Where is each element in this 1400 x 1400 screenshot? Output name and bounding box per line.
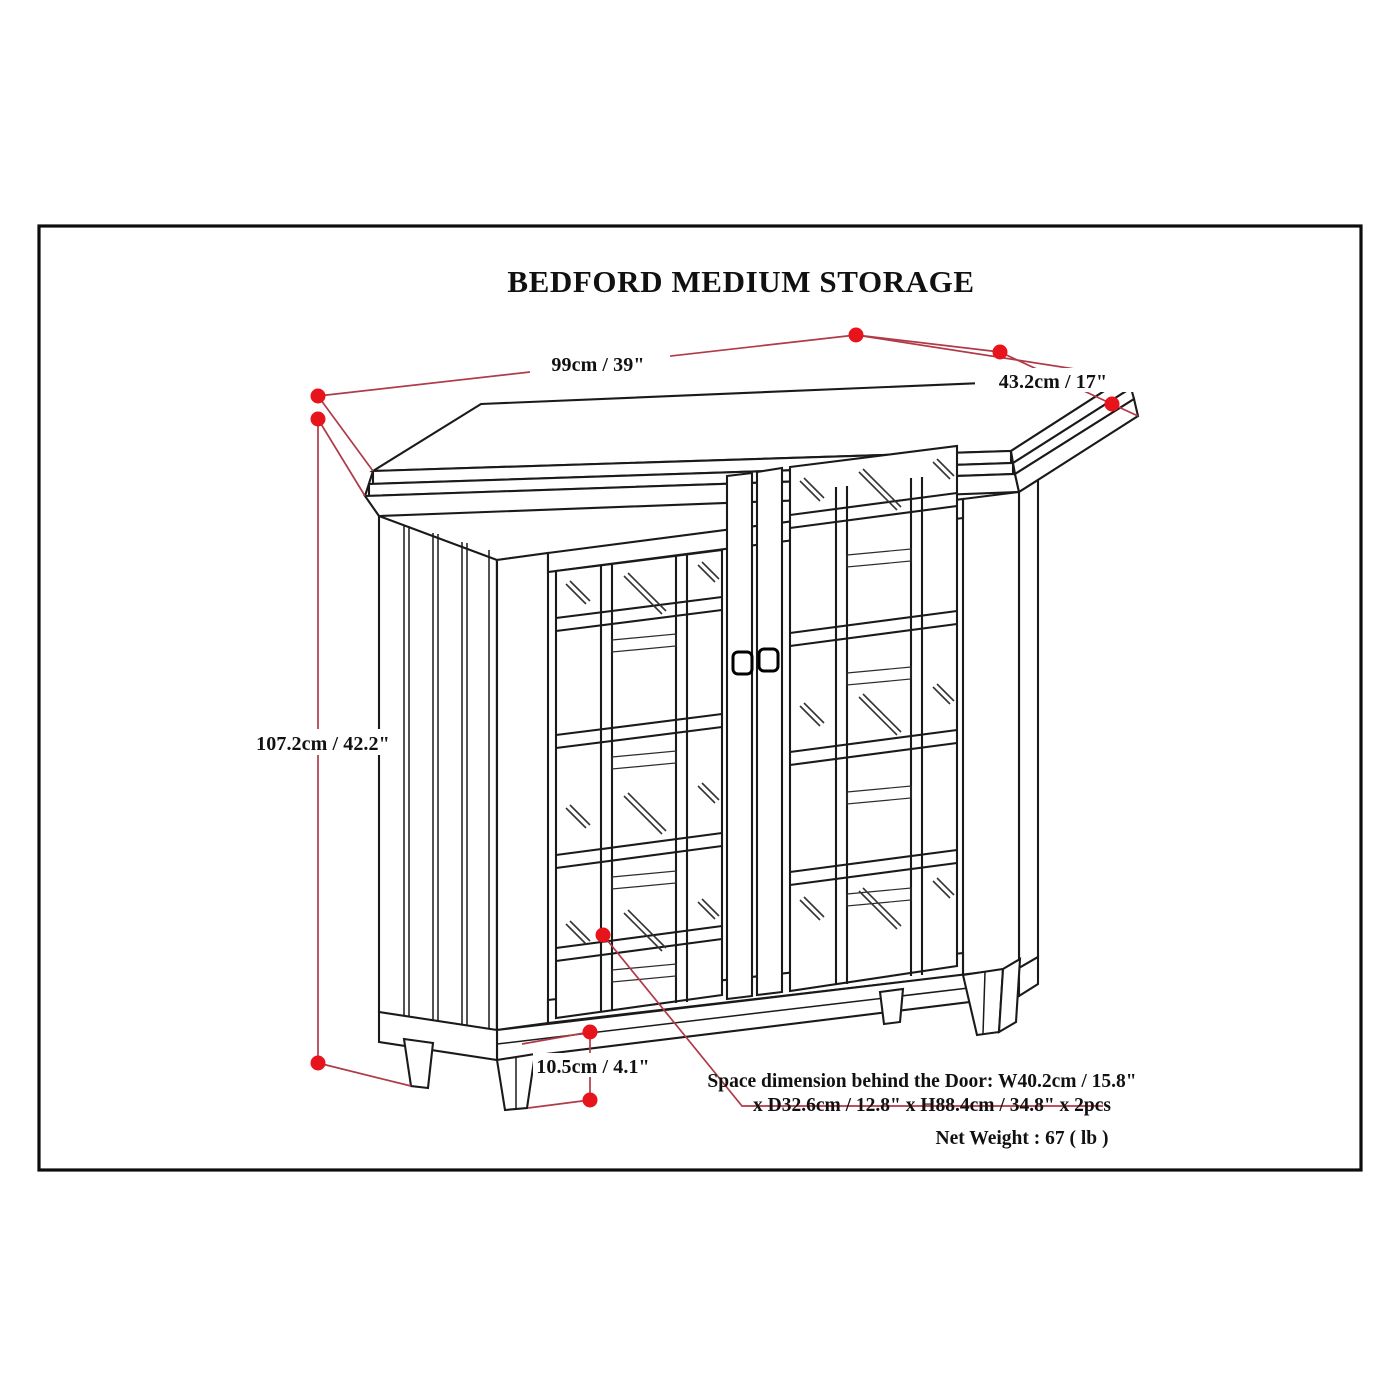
right-interior-shelf-2 [846, 666, 912, 686]
dimension-height: 107.2cm / 42.2" [247, 411, 412, 1087]
height-ext-top [317, 418, 366, 497]
legclear-ext-bottom [527, 1099, 591, 1109]
legclear-label-backdrop [533, 1053, 661, 1077]
center-stile-right-door [755, 466, 784, 997]
depth-marker-top [992, 344, 1008, 360]
interior-space-note-line2: x D32.6cm / 12.8" x H88.4cm / 34.8" x 2p… [753, 1095, 1111, 1116]
depth-dimension-label: 43.2cm / 17" [999, 371, 1107, 393]
width-label-backdrop [530, 350, 670, 374]
dimension-width: 99cm / 39" [310, 327, 1127, 472]
top-left-return [363, 470, 375, 497]
right-door-glass [790, 446, 957, 991]
notes-block: Space dimension behind the Door: W40.2cm… [707, 1071, 1136, 1149]
center-stile-left-door [725, 471, 754, 1001]
left-interior-shelf-3 [611, 870, 677, 890]
height-ext-bottom [317, 1062, 412, 1087]
left-side-panel [377, 514, 499, 1055]
height-dimension-label: 107.2cm / 42.2" [256, 733, 390, 755]
left-door-glass [556, 550, 722, 1018]
left-interior-shelf-4 [611, 963, 677, 983]
right-door-mullion-h2b [789, 622, 958, 648]
leg-front-right-side [997, 957, 1022, 1034]
page-title: BEDFORD MEDIUM STORAGE [507, 264, 974, 299]
left-interior-shelf-1 [611, 633, 677, 653]
right-door-mullion-h3a [789, 728, 958, 754]
width-marker-right [848, 327, 864, 343]
right-door[interactable] [788, 444, 959, 993]
left-door-mullion-h2b [555, 725, 723, 750]
right-door-glass-outline [788, 444, 959, 993]
left-door-mullion-h1a [555, 595, 723, 620]
interior-space-callout [595, 927, 1103, 1107]
width-marker-left [310, 388, 326, 404]
left-door[interactable] [554, 548, 724, 1020]
left-door-glass-outline [554, 548, 724, 1020]
left-interior-shelf-2 [611, 750, 677, 770]
height-marker-bottom [310, 1055, 326, 1071]
drawing-frame-border [37, 224, 1363, 1172]
leg-back-right [878, 987, 905, 1026]
legs [402, 957, 1022, 1112]
legclear-ext-top [521, 1031, 591, 1045]
left-door-glass-sheen [565, 561, 720, 952]
legclear-marker-bottom [582, 1092, 598, 1108]
right-interior-shelf-4 [846, 887, 912, 907]
right-door-mullion-h1a [789, 491, 958, 517]
width-dim-line-right [855, 334, 1001, 353]
left-door-knob[interactable] [731, 650, 754, 676]
right-door-knob[interactable] [757, 647, 780, 673]
legclear-marker-top [582, 1024, 598, 1040]
right-door-glass-sheen [799, 458, 955, 930]
width-ext-left [317, 395, 374, 472]
right-interior-shelf-3 [846, 785, 912, 805]
left-door-mullion-h3a [555, 831, 723, 857]
leg-front-right-edge [982, 971, 986, 1035]
left-door-mullion-h4a [555, 924, 723, 950]
width-dimension-label: 99cm / 39" [551, 354, 644, 376]
right-side-panel [1017, 478, 1040, 970]
interior-space-marker [595, 927, 611, 943]
right-door-mullion-h3b [789, 741, 958, 767]
right-door-mullion-h4a [789, 848, 958, 874]
dimension-depth: 43.2cm / 17" [975, 344, 1139, 417]
height-label-backdrop [247, 729, 399, 755]
interior-space-note-line1: Space dimension behind the Door: W40.2cm… [707, 1071, 1136, 1092]
right-door-mullion-h4b [789, 861, 958, 887]
height-marker-top [310, 411, 326, 427]
front-left-stile [495, 551, 550, 1032]
door-assembly [495, 444, 1021, 1032]
leg-back-left [402, 1037, 435, 1090]
cabinet-illustration [363, 375, 1140, 1112]
right-door-mullion-h2a [789, 609, 958, 635]
dimension-leg-clearance: 10.5cm / 4.1" [521, 1024, 661, 1109]
leg-clearance-dimension-label: 10.5cm / 4.1" [536, 1056, 650, 1078]
left-door-mullion-h1b [555, 608, 723, 633]
front-right-stile [961, 490, 1021, 977]
right-door-mullion-h1b [789, 504, 958, 530]
depth-label-backdrop [975, 368, 1135, 392]
left-door-mullion-h2a [555, 712, 723, 737]
left-door-mullion-h4b [555, 937, 723, 963]
interior-space-leader [602, 934, 1103, 1107]
left-door-mullion-h3b [555, 844, 723, 870]
depth-marker-bottom [1104, 396, 1120, 412]
net-weight-note: Net Weight : 67 ( lb ) [936, 1128, 1109, 1149]
right-side-face [1017, 478, 1040, 970]
right-interior-shelf-1 [846, 548, 912, 568]
